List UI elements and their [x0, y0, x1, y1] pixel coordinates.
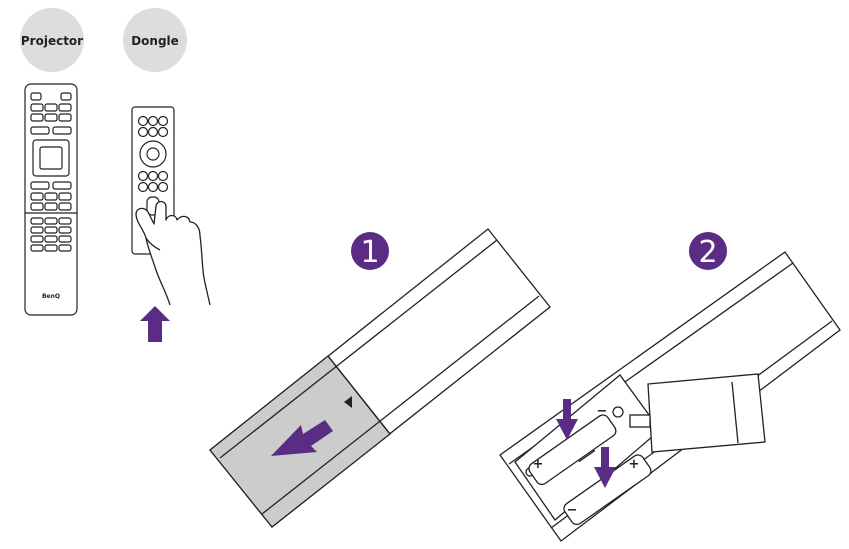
battery-lower-plus: + — [629, 457, 640, 472]
step-1-number: 1 — [360, 235, 379, 270]
battery-lower-minus: − — [567, 503, 578, 518]
up-arrow-icon — [140, 306, 170, 342]
step-1-badge: 1 — [351, 232, 389, 270]
battery-upper-minus: − — [597, 404, 608, 419]
projector-button-grid — [30, 103, 72, 135]
battery-upper: + − — [528, 404, 617, 486]
down-left-arrow-icon — [271, 420, 333, 456]
battery-upper-plus: + — [533, 457, 544, 472]
down-arrow-icon — [556, 399, 616, 488]
projector-brand-logo: BenQ — [42, 293, 60, 300]
step-2-badge: 2 — [689, 232, 727, 270]
projector-label-text: Projector — [21, 34, 83, 48]
dongle-label: Dongle — [123, 8, 187, 72]
dongle-label-text: Dongle — [131, 34, 179, 48]
projector-remote — [24, 83, 78, 316]
battery-lower: + − — [563, 454, 652, 526]
step-1-remote-back — [209, 228, 551, 528]
projector-label: Projector — [20, 8, 84, 72]
step-2-number: 2 — [698, 235, 717, 270]
battery-cover — [629, 373, 766, 453]
hand-icon — [135, 200, 211, 306]
